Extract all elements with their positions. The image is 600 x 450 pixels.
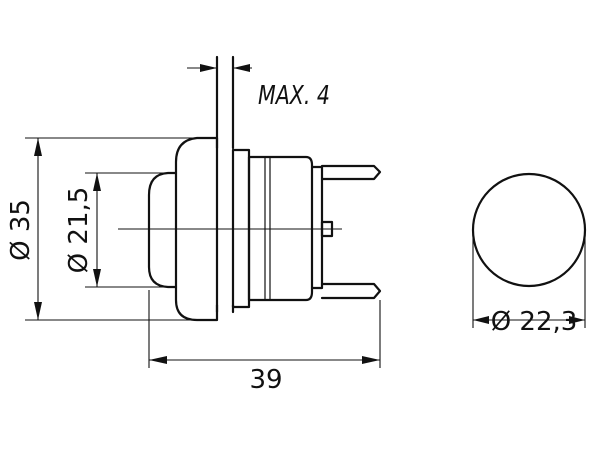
dim-cap-diameter: Ø 21,5: [64, 172, 165, 288]
rear-end: [310, 165, 324, 290]
dim-overall-length: 39: [148, 290, 381, 395]
label-overall-length: 39: [249, 365, 282, 395]
panel-nut: [231, 148, 251, 309]
terminal-bottom: [320, 282, 382, 300]
switch-body: [247, 155, 314, 302]
terminal-top: [320, 164, 382, 181]
side-view: [118, 55, 382, 322]
label-body-diameter: Ø 35: [6, 199, 36, 261]
dim-body-diameter: Ø 35: [6, 137, 200, 321]
dim-max-thickness: MAX. 4: [187, 64, 330, 111]
front-view: Ø 22,3: [471, 172, 587, 337]
mounting-hole-circle: [471, 172, 587, 288]
label-max-thickness: MAX. 4: [258, 81, 330, 111]
push-button-cap: [147, 171, 178, 289]
body-groove: [264, 158, 271, 299]
label-cap-diameter: Ø 21,5: [64, 187, 94, 274]
label-mounting-hole: Ø 22,3: [491, 307, 578, 337]
mounting-panel: [215, 55, 235, 314]
